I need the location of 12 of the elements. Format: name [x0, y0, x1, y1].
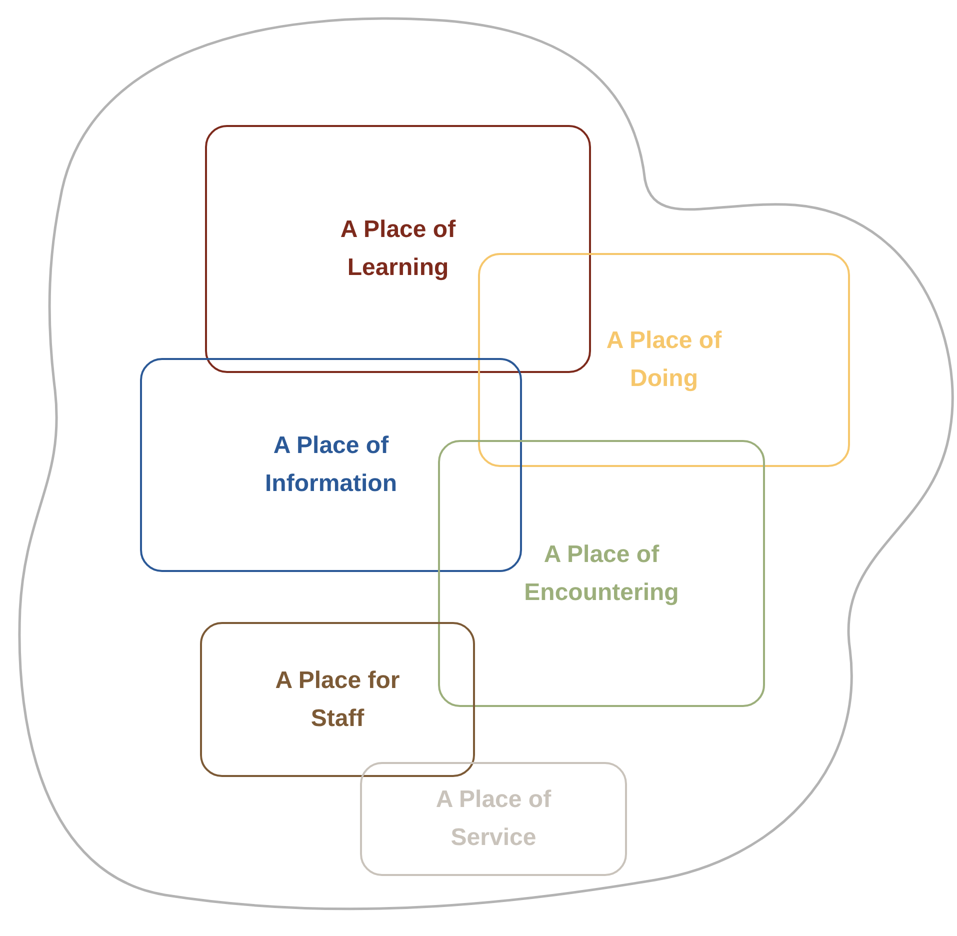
rounded-box [205, 125, 591, 373]
box-label: A Place of Learning [339, 215, 457, 283]
rounded-box [200, 622, 475, 777]
rounded-box [438, 440, 765, 707]
box-label: A Place of Encountering [523, 540, 680, 608]
box-label: A Place of Information [264, 431, 398, 499]
box-label: A Place for Staff [274, 666, 401, 734]
rounded-box [478, 253, 850, 467]
rounded-box [360, 762, 627, 876]
rounded-box [140, 358, 522, 572]
box-label: A Place of Doing [605, 326, 723, 394]
box-label: A Place of Service [434, 785, 552, 853]
